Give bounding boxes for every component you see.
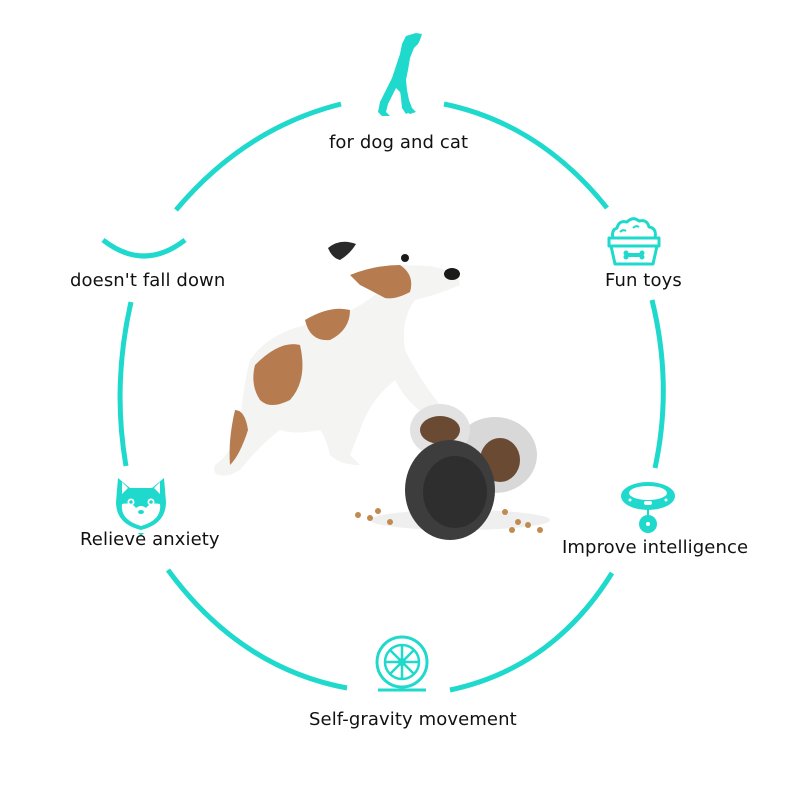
arc-left bbox=[117, 301, 134, 467]
arc-smile bbox=[101, 238, 187, 259]
dog bbox=[214, 241, 460, 476]
feature-label-doesnt-fall-down: doesn't fall down bbox=[70, 270, 226, 291]
wheel-icon bbox=[375, 635, 429, 692]
arc-bottom-left bbox=[165, 568, 348, 691]
arc-top-right bbox=[443, 101, 609, 210]
arc-top-left bbox=[174, 101, 342, 212]
dog-playing-with-tumbler-toy-photo bbox=[214, 241, 550, 540]
feature-label-relieve-anxiety: Relieve anxiety bbox=[80, 529, 220, 550]
feature-label-for-dog-and-cat: for dog and cat bbox=[329, 132, 469, 153]
dog-and-cat-silhouette-icon bbox=[378, 33, 422, 116]
feature-label-fun-toys: Fun toys bbox=[605, 270, 682, 291]
tumbler-toy bbox=[405, 404, 537, 540]
shiba-face-icon bbox=[116, 478, 166, 536]
food-bowl-icon bbox=[607, 217, 661, 266]
kibble bbox=[355, 508, 543, 533]
arc-right bbox=[649, 299, 666, 469]
arc-bottom-right bbox=[449, 571, 615, 693]
feature-label-self-gravity-movement: Self-gravity movement bbox=[309, 709, 517, 730]
pet-collar-icon bbox=[621, 482, 675, 533]
feature-label-improve-intelligence: Improve intelligence bbox=[562, 537, 749, 558]
